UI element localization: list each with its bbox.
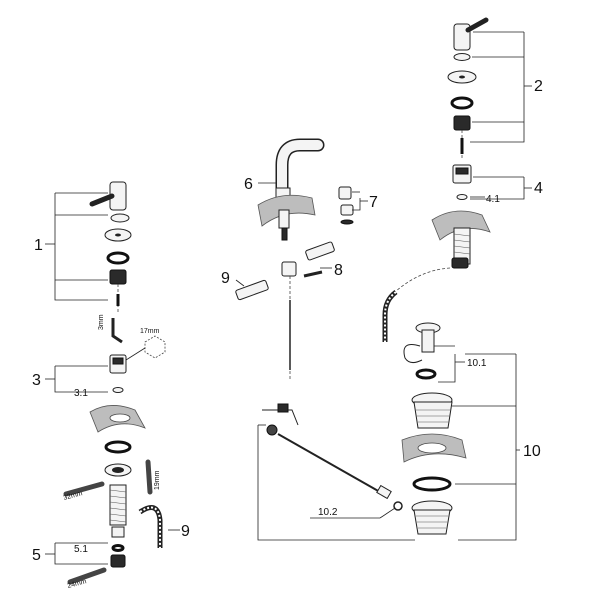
left-o-ring bbox=[106, 251, 130, 265]
callout-labels: 1 2 3 3.1 4 4.1 5 5.1 6 7 8 9 9 10 10.1 … bbox=[32, 78, 543, 564]
left-handle-assembly bbox=[63, 181, 166, 585]
callout-9-bottom: 9 bbox=[181, 523, 190, 540]
linkage-nut bbox=[393, 501, 403, 511]
drain-bracket-lines bbox=[257, 345, 520, 541]
dim-17mm: 17mm bbox=[140, 328, 160, 335]
callout-3: 3 bbox=[32, 372, 41, 389]
linkage-ball-joint bbox=[266, 424, 278, 436]
right-connector bbox=[305, 241, 335, 261]
left-supply-nut bbox=[110, 554, 126, 568]
left-gasket bbox=[104, 440, 132, 454]
callout-10-2: 10.2 bbox=[318, 507, 338, 518]
drain-stopper-seal bbox=[415, 368, 437, 380]
drain-stopper-stem bbox=[421, 329, 435, 353]
right-flex-hose bbox=[382, 289, 398, 342]
tee-fitting bbox=[281, 261, 297, 277]
callout-10-1: 10.1 bbox=[467, 358, 487, 369]
dim-19mm: 19mm bbox=[154, 470, 161, 490]
wrench-19mm-icon bbox=[145, 459, 153, 495]
dim-3mm: 3mm bbox=[98, 314, 105, 330]
left-connector bbox=[235, 279, 269, 301]
spout-shank bbox=[278, 209, 290, 229]
right-deck-section bbox=[431, 210, 491, 241]
hex-17mm-icon bbox=[144, 335, 166, 359]
callout-3-1: 3.1 bbox=[74, 388, 88, 399]
spout-assembly bbox=[235, 138, 354, 380]
left-small-o-ring bbox=[111, 544, 125, 552]
callout-6: 6 bbox=[244, 176, 253, 193]
left-bracket-lines bbox=[45, 192, 180, 565]
left-washer bbox=[112, 387, 124, 393]
wrench-24mm-icon bbox=[67, 567, 107, 585]
left-cartridge-nut bbox=[109, 269, 127, 285]
callout-5: 5 bbox=[32, 547, 41, 564]
clip-spring bbox=[303, 270, 323, 278]
right-handle-assembly bbox=[382, 17, 491, 342]
callout-8: 8 bbox=[334, 262, 343, 279]
dim-32mm: 32mm bbox=[63, 490, 84, 502]
popup-linkage bbox=[262, 403, 403, 511]
wrench-32mm-icon bbox=[63, 481, 105, 497]
callout-2: 2 bbox=[534, 78, 543, 95]
callout-9-left: 9 bbox=[221, 270, 230, 287]
hex-key-3mm-icon bbox=[111, 318, 123, 344]
center-bracket-lines bbox=[235, 182, 368, 287]
right-lever-arm bbox=[465, 17, 489, 33]
left-lever-arm bbox=[89, 193, 115, 207]
left-cap-ring bbox=[110, 213, 130, 223]
right-cartridge-nut bbox=[453, 115, 471, 131]
callout-4: 4 bbox=[534, 180, 543, 197]
linkage-clamp bbox=[277, 403, 289, 413]
callout-1: 1 bbox=[34, 237, 43, 254]
callout-5-1: 5.1 bbox=[74, 544, 88, 555]
left-threaded-shank bbox=[109, 484, 127, 526]
callout-7: 7 bbox=[369, 194, 378, 211]
left-flex-hose bbox=[138, 505, 163, 548]
aerator-insert bbox=[338, 186, 352, 200]
right-o-ring bbox=[450, 96, 474, 110]
dimension-labels: 3mm 17mm 32mm 19mm 24mm bbox=[63, 314, 161, 590]
callout-10: 10 bbox=[523, 443, 541, 460]
drain-body bbox=[413, 401, 453, 429]
drain-assembly bbox=[401, 322, 467, 535]
right-bracket-lines bbox=[470, 31, 532, 200]
aerator-housing bbox=[340, 204, 354, 216]
drain-gasket bbox=[412, 476, 452, 492]
right-cap-ring bbox=[453, 53, 471, 61]
linkage-rod bbox=[277, 433, 381, 493]
callout-4-1: 4.1 bbox=[486, 194, 500, 205]
dim-24mm: 24mm bbox=[67, 578, 88, 590]
right-washer bbox=[456, 194, 468, 200]
